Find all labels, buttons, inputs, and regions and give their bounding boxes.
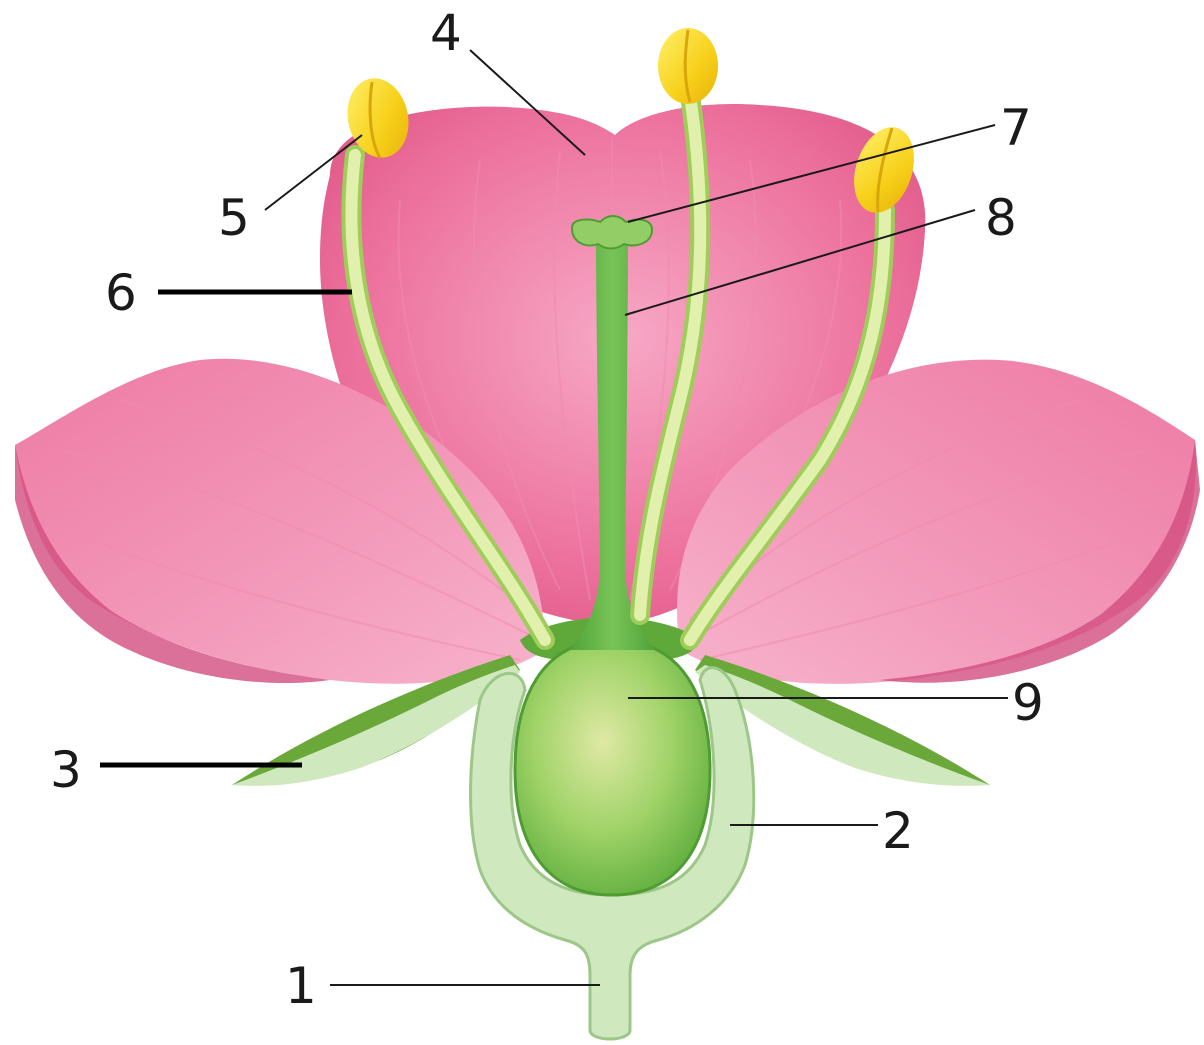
label-6: 6 [105,264,137,322]
label-2: 2 [882,802,914,860]
label-4: 4 [430,4,462,62]
label-3: 3 [50,741,82,799]
anther-center [658,28,718,104]
label-8: 8 [985,189,1017,247]
label-9: 9 [1012,674,1044,732]
label-1: 1 [285,957,317,1015]
stigma [572,216,652,249]
label-7: 7 [1000,99,1032,157]
ovary [515,640,710,895]
label-5: 5 [218,189,250,247]
